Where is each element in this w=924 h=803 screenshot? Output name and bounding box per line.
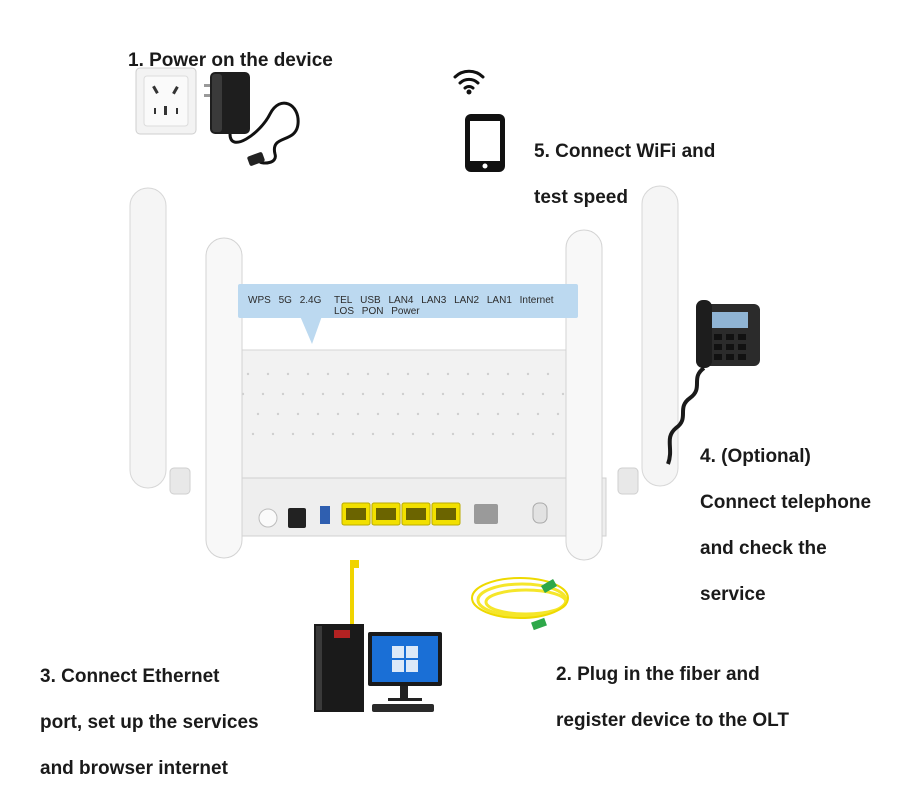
led-label: 5G: [278, 295, 292, 306]
led-label: PON: [361, 306, 384, 317]
power-socket-icon: [135, 67, 197, 135]
led-label: Internet: [519, 295, 554, 306]
led-label: LAN1: [486, 295, 512, 306]
step-1-power-label: 1. Power on the device: [128, 26, 333, 72]
step-5-wifi-label: 5. Connect WiFi and test speed: [534, 117, 774, 232]
wifi-icon: [453, 69, 485, 95]
step-4-line-2: Connect telephone: [700, 492, 872, 513]
step-5-line-1: 5. Connect WiFi and: [534, 141, 716, 162]
fiber-cable-icon: [471, 577, 569, 631]
led-label: LAN4: [388, 295, 414, 306]
step-4-telephone-label: 4. (Optional) Connect telephone and chec…: [700, 422, 910, 629]
desktop-pc-icon: [314, 560, 442, 712]
step-2-fiber-label: 2. Plug in the fiber and register device…: [556, 640, 886, 755]
step-2-line-1: 2. Plug in the fiber and: [556, 664, 760, 685]
step-4-line-4: service: [700, 584, 766, 605]
led-label: USB: [360, 295, 381, 306]
step-4-line-3: and check the: [700, 538, 827, 559]
step-2-line-2: register device to the OLT: [556, 710, 789, 731]
power-adapter-icon: [204, 72, 300, 166]
led-label: LAN2: [454, 295, 480, 306]
led-label: 2.4G: [299, 295, 322, 306]
step-3-line-1: 3. Connect Ethernet: [40, 666, 220, 687]
step-3-ethernet-label: 3. Connect Ethernet port, set up the ser…: [40, 642, 300, 803]
step-3-line-2: port, set up the services: [40, 712, 259, 733]
led-labels-left: WPS 5G 2.4G: [248, 295, 326, 306]
step-4-line-1: 4. (Optional): [700, 446, 811, 467]
smartphone-icon: [465, 114, 505, 172]
led-label: LOS: [334, 306, 355, 317]
led-labels-right: TEL USB LAN4 LAN3 LAN2 LAN1 Internet LOS…: [334, 295, 578, 317]
telephone-icon: [666, 300, 760, 465]
step-3-line-3: and browser internet: [40, 758, 228, 779]
led-label: WPS: [248, 295, 271, 306]
led-indicator-banner: WPS 5G 2.4G TEL USB LAN4 LAN3 LAN2 LAN1 …: [238, 284, 578, 318]
router-icon: [129, 185, 679, 568]
step-1-text: 1. Power on the device: [128, 50, 333, 71]
led-label: TEL: [334, 295, 353, 306]
led-label: LAN3: [421, 295, 447, 306]
led-label: Power: [391, 306, 420, 317]
step-5-line-2: test speed: [534, 187, 628, 208]
led-banner-pointer: [300, 316, 322, 344]
